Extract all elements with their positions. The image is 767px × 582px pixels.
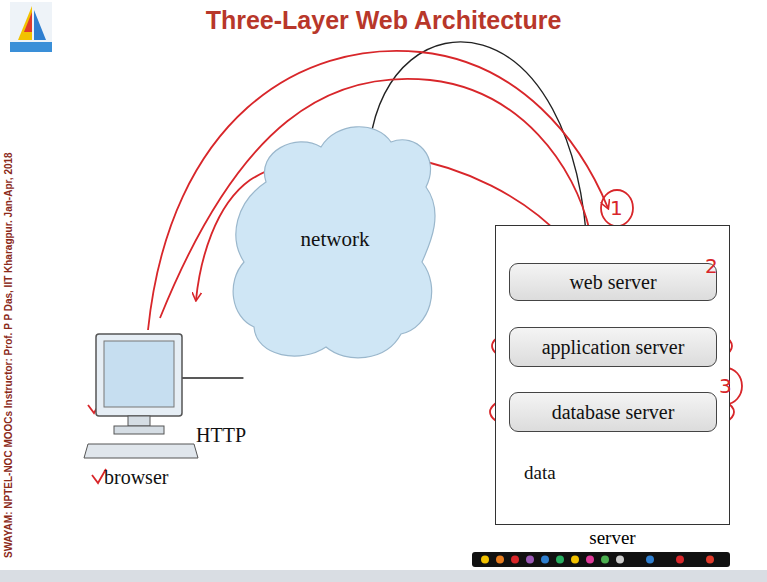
storage-label: data: [524, 462, 556, 484]
keyboard: [84, 444, 198, 458]
callout-number: 2: [705, 254, 718, 278]
monitor-stand: [128, 416, 150, 426]
title: Three-Layer Web Architecture: [0, 6, 767, 35]
tier-box: web server: [509, 263, 717, 301]
cloud-outline: [233, 127, 435, 358]
callout-number: 3: [719, 374, 732, 398]
logo-icon: [10, 2, 52, 52]
connector-line: [182, 377, 243, 378]
node-label: browser: [104, 466, 168, 489]
tier-box: database server: [509, 392, 717, 432]
computer-icon: [82, 330, 200, 465]
tier-box: application server: [509, 327, 717, 367]
monitor: [96, 334, 182, 416]
node-label: database server: [552, 401, 675, 424]
node-label: web server: [569, 271, 656, 294]
protocol-label: HTTP: [196, 424, 246, 447]
monitor-base: [114, 426, 164, 434]
browser-computer: browser: [82, 330, 200, 498]
callout-number: 1: [610, 196, 623, 220]
node-label: application server: [542, 336, 685, 359]
node-heading: server: [496, 527, 729, 549]
annotation-toolbar: [472, 552, 730, 567]
network-cloud: network: [226, 112, 444, 367]
node-label: network: [301, 227, 370, 252]
taskbar: [0, 570, 767, 582]
screen: [104, 341, 174, 407]
watermark: SWAYAM: NPTEL-NOC MOOCs Instructor: Prof…: [3, 152, 14, 558]
